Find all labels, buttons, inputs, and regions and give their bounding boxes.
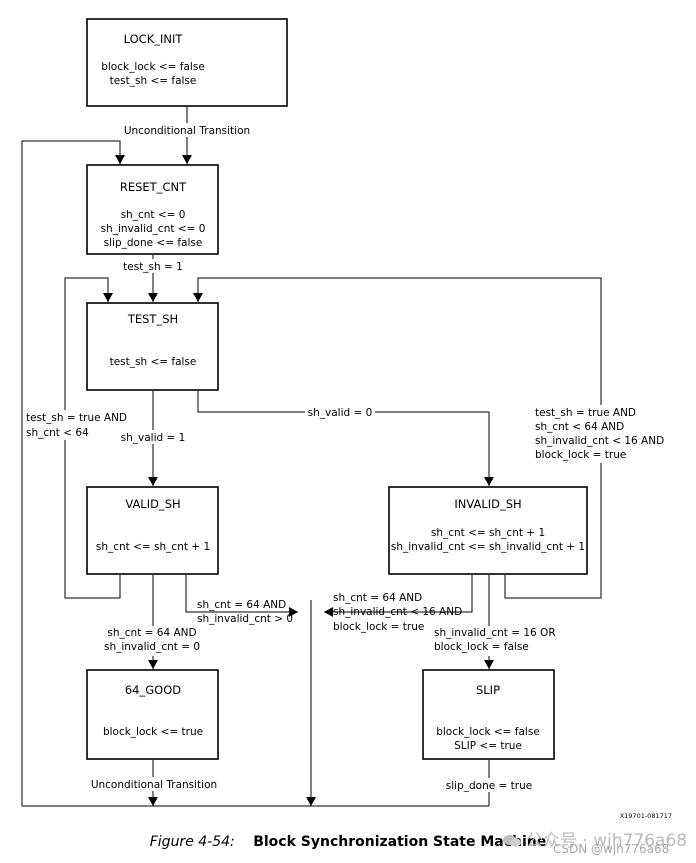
state-reset-cnt-action: slip_done <= false <box>104 237 203 249</box>
wechat-icon <box>503 835 521 847</box>
transition-label-text: sh_valid = 0 <box>308 407 373 419</box>
state-slip-name: SLIP <box>476 683 500 697</box>
transition-label-text: sh_invalid_cnt = 16 OR <box>434 627 556 639</box>
state-64-good: 64_GOOD block_lock <= true <box>86 669 219 760</box>
transition-label-text: Unconditional Transition <box>91 779 217 791</box>
transition-label-text: sh_invalid_cnt < 16 AND <box>535 435 664 447</box>
watermark-wechat-text: 公众号 · wjh776a68 <box>526 831 688 851</box>
watermark-csdn: CSDN @wjh776a68 <box>553 842 670 856</box>
state-machine-diagram: LOCK_INIT block_lock <= false test_sh <=… <box>21 18 672 820</box>
state-lock-init-action: test_sh <= false <box>110 75 197 87</box>
transition-label-valid-loop: test_sh = true AND sh_cnt < 64 <box>24 410 127 440</box>
state-slip: SLIP block_lock <= false SLIP <= true <box>422 669 555 760</box>
transition-label-test-to-invalid: sh_valid = 0 <box>305 405 375 419</box>
transition-label-good-to-reset: Unconditional Transition <box>89 777 219 791</box>
transition-label-text: test_sh = true AND <box>26 412 127 424</box>
transition-label-invalid-to-reset: sh_cnt = 64 AND sh_invalid_cnt < 16 AND … <box>333 592 462 633</box>
state-lock-init-action: block_lock <= false <box>101 61 205 73</box>
transition-label-text: block_lock = false <box>434 641 529 653</box>
transition-label-text: sh_invalid_cnt = 0 <box>104 641 200 653</box>
state-reset-cnt: RESET_CNT sh_cnt <= 0 sh_invalid_cnt <= … <box>86 164 219 255</box>
arrow-valid-to-junction <box>185 575 298 617</box>
transition-label-valid-to-reset: sh_cnt = 64 AND sh_invalid_cnt > 0 <box>197 599 293 625</box>
state-invalid-sh-name: INVALID_SH <box>454 497 521 511</box>
state-valid-sh: VALID_SH sh_cnt <= sh_cnt + 1 <box>86 486 219 575</box>
transition-label-init-to-reset: Unconditional Transition <box>122 123 252 137</box>
arrow-return-bus <box>21 140 125 806</box>
transition-label-invalid-loop: test_sh = true AND sh_cnt < 64 AND sh_in… <box>532 405 664 463</box>
transition-label-invalid-to-slip: sh_invalid_cnt = 16 OR block_lock = fals… <box>432 626 556 656</box>
state-invalid-sh-action: sh_cnt <= sh_cnt + 1 <box>431 527 545 539</box>
state-64-good-name: 64_GOOD <box>125 683 181 697</box>
state-reset-cnt-action: sh_cnt <= 0 <box>121 209 186 221</box>
watermark-wechat: 公众号 · wjh776a68 <box>502 826 687 851</box>
state-slip-action: block_lock <= false <box>436 726 540 738</box>
state-test-sh-action: test_sh <= false <box>110 356 197 368</box>
transition-label-valid-to-good: sh_cnt = 64 AND sh_invalid_cnt = 0 <box>103 626 201 656</box>
state-64-good-action: block_lock <= true <box>103 726 203 738</box>
arrow-invalid-to-junction <box>324 575 473 617</box>
transition-label-reset-to-test: test_sh = 1 <box>121 259 185 273</box>
state-reset-cnt-name: RESET_CNT <box>120 180 187 194</box>
transition-label-text: test_sh = 1 <box>123 261 183 273</box>
transition-label-text: block_lock = true <box>535 449 626 461</box>
state-test-sh-name: TEST_SH <box>127 312 178 326</box>
state-lock-init: LOCK_INIT block_lock <= false test_sh <=… <box>86 18 288 107</box>
transition-label-test-to-valid: sh_valid = 1 <box>119 430 187 444</box>
figure-number: Figure 4-54: <box>149 834 235 850</box>
transition-label-text: sh_cnt = 64 AND <box>197 599 286 611</box>
transition-label-text: sh_valid = 1 <box>121 432 186 444</box>
state-lock-init-name: LOCK_INIT <box>124 32 184 46</box>
state-invalid-sh-action: sh_invalid_cnt <= sh_invalid_cnt + 1 <box>391 541 585 553</box>
figure-title: Block Synchronization State Machine <box>253 834 547 850</box>
transition-label-text: Unconditional Transition <box>124 125 250 137</box>
transition-label-slip-to-reset: slip_done = true <box>446 778 534 792</box>
transition-label-text: sh_cnt = 64 AND <box>333 592 422 604</box>
state-test-sh: TEST_SH test_sh <= false <box>86 302 219 391</box>
transition-label-text: sh_cnt < 64 <box>26 427 89 439</box>
figure-caption: Figure 4-54: Block Synchronization State… <box>0 834 696 850</box>
state-slip-action: SLIP <= true <box>454 740 522 752</box>
state-invalid-sh: INVALID_SH sh_cnt <= sh_cnt + 1 sh_inval… <box>388 486 588 575</box>
state-reset-cnt-action: sh_invalid_cnt <= 0 <box>101 223 206 235</box>
figure-id: X19701-081717 <box>620 812 672 820</box>
transition-label-text: block_lock = true <box>333 621 424 633</box>
transition-label-text: sh_invalid_cnt < 16 AND <box>333 606 462 618</box>
state-valid-sh-name: VALID_SH <box>125 497 180 511</box>
transition-label-text: sh_invalid_cnt > 0 <box>197 613 293 625</box>
transition-label-text: slip_done = true <box>446 780 532 792</box>
state-valid-sh-action: sh_cnt <= sh_cnt + 1 <box>96 541 210 553</box>
transition-label-text: sh_cnt < 64 AND <box>535 421 624 433</box>
transition-label-text: sh_cnt = 64 AND <box>107 627 196 639</box>
transition-label-text: test_sh = true AND <box>535 407 636 419</box>
